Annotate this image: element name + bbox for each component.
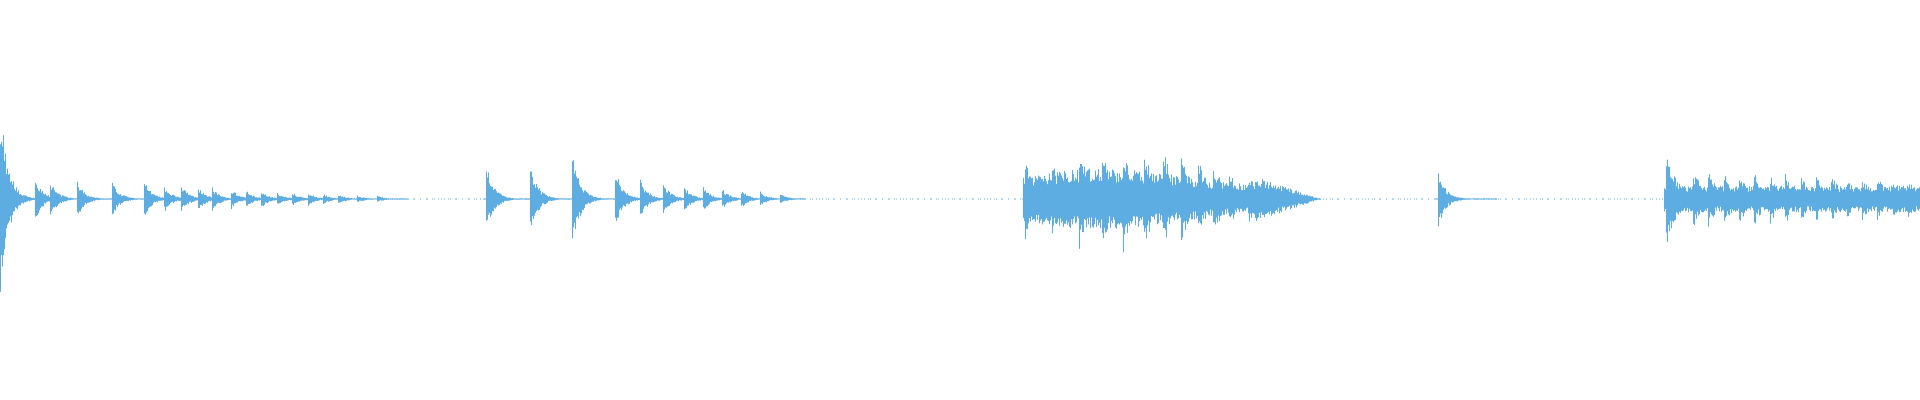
waveform-trace (0, 135, 1920, 292)
waveform-samples (0, 135, 1920, 292)
